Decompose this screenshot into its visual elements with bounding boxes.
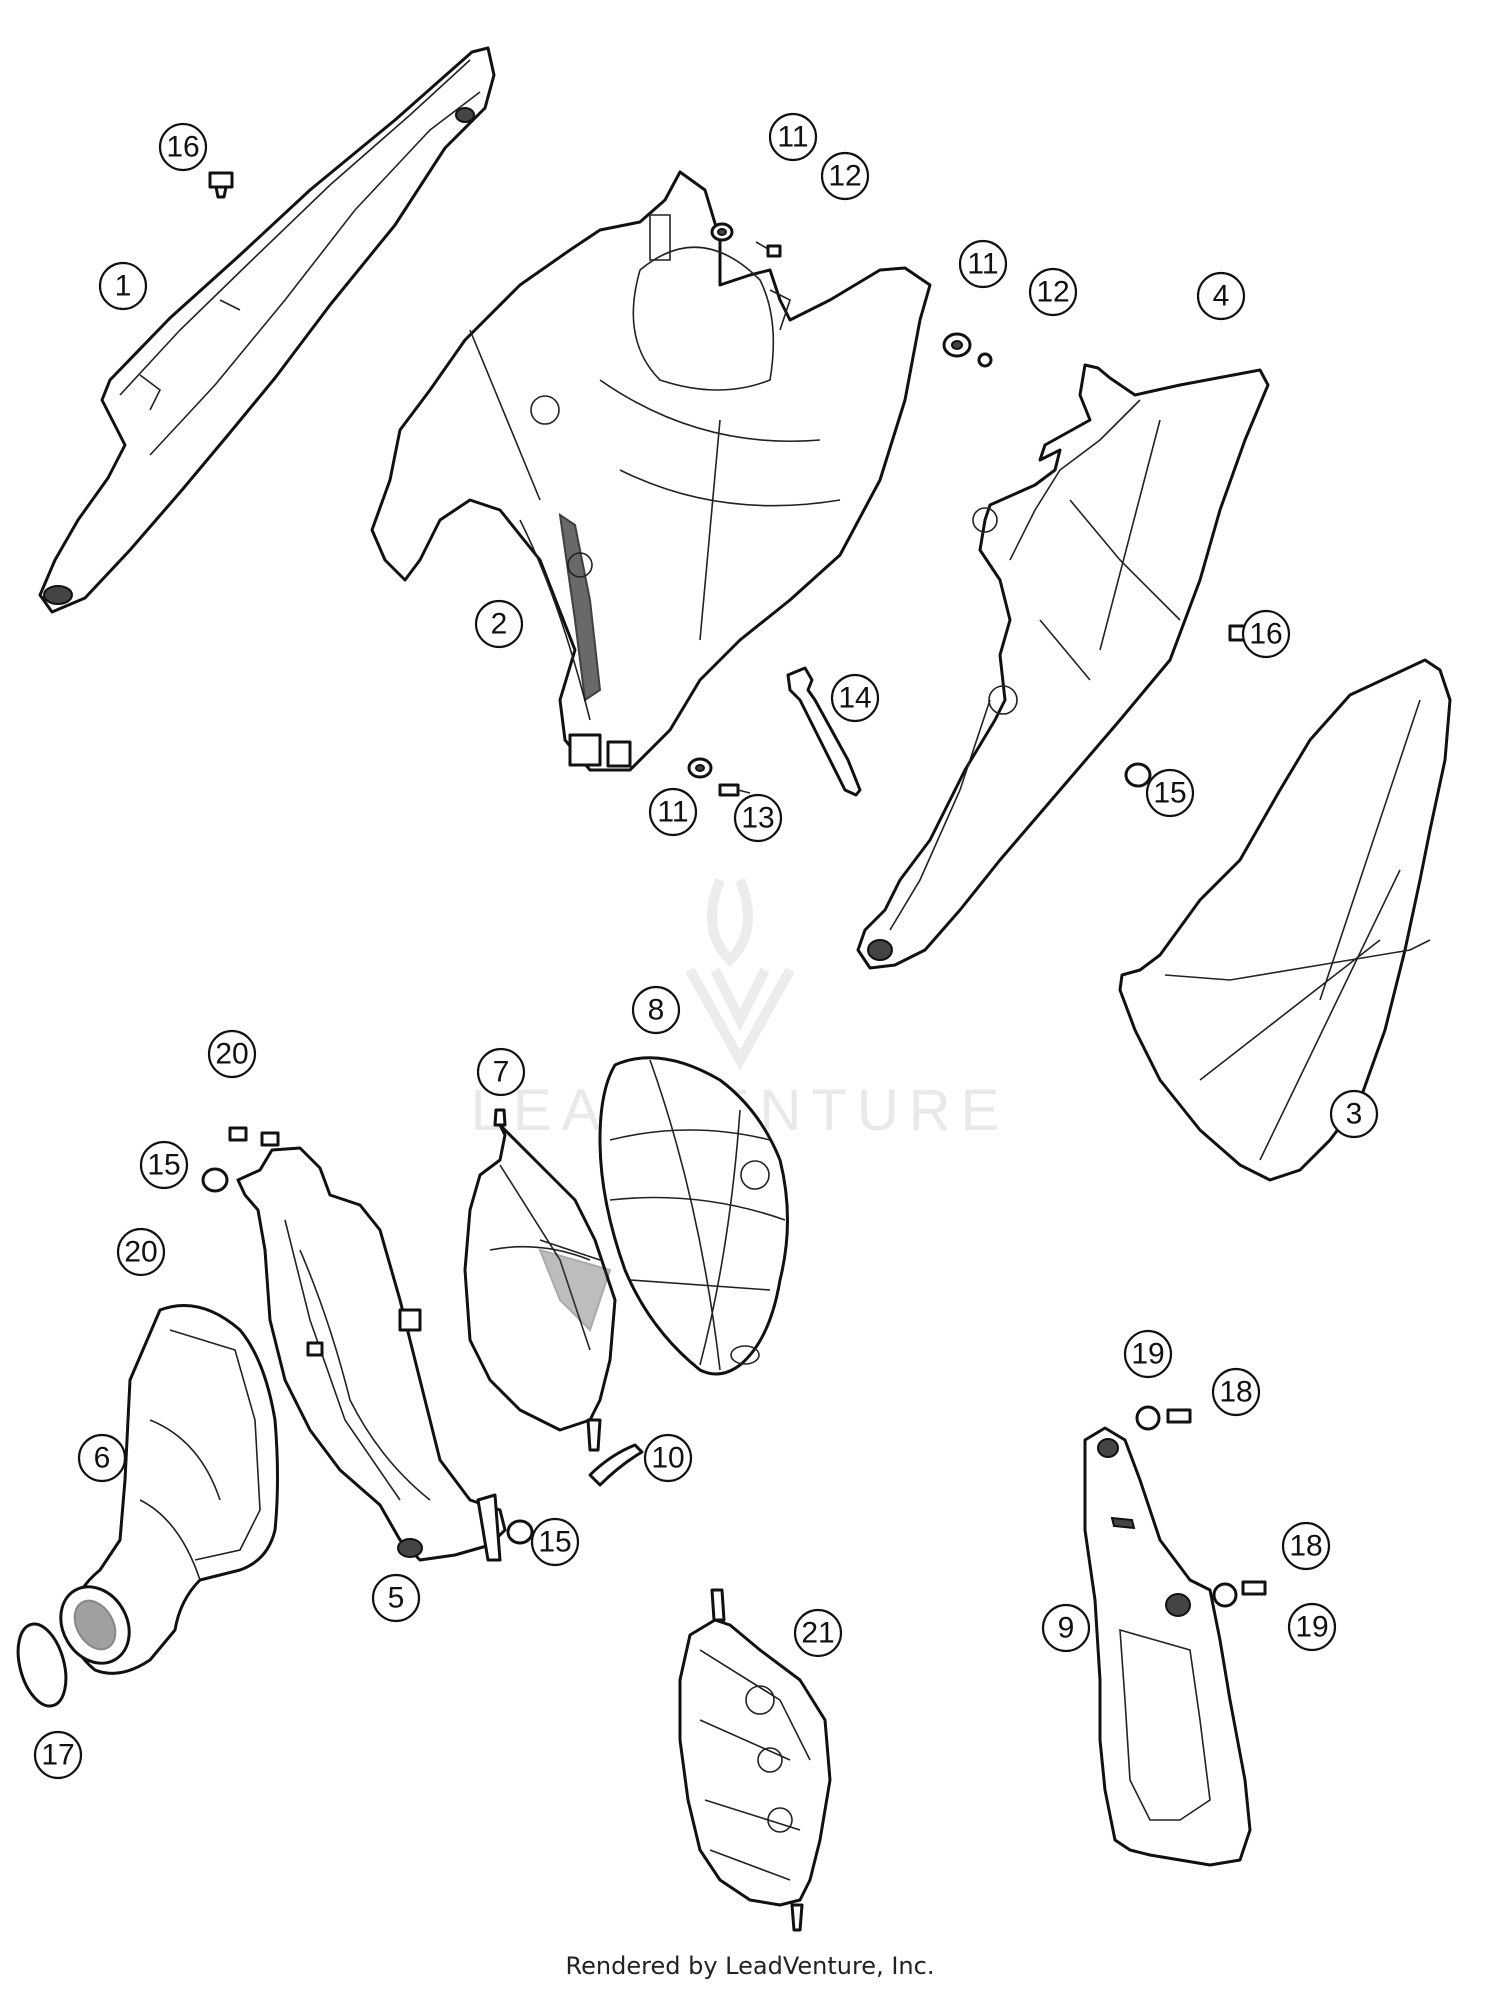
part-1-side-rail [38, 46, 496, 614]
svg-text:6: 6 [94, 1442, 111, 1475]
svg-text:13: 13 [741, 802, 774, 835]
svg-text:3: 3 [1346, 1098, 1363, 1131]
part-6-intake-boot [59, 1304, 279, 1675]
callout-9: 9 [1041, 1603, 1091, 1653]
svg-text:10: 10 [651, 1442, 684, 1475]
svg-text:11: 11 [657, 796, 688, 829]
part-12-screw-a [755, 241, 782, 258]
callout-15b: 15 [139, 1140, 189, 1190]
part-15-nut-left [201, 1167, 229, 1193]
svg-text:18: 18 [1219, 1376, 1252, 1409]
callout-16b: 16 [1241, 609, 1291, 659]
callout-20b: 20 [116, 1227, 166, 1277]
svg-text:18: 18 [1289, 1530, 1322, 1563]
callout-15a: 15 [1145, 768, 1195, 818]
svg-text:19: 19 [1295, 1611, 1328, 1644]
svg-text:16: 16 [1249, 618, 1282, 651]
part-18-screw-top [1166, 1408, 1192, 1424]
part-19-washer-top [1135, 1405, 1161, 1431]
callout-15c: 15 [530, 1517, 580, 1567]
svg-text:1: 1 [115, 270, 132, 303]
part-11-washer-b [942, 332, 972, 358]
callout-11b: 11 [958, 239, 1008, 289]
svg-text:19: 19 [1131, 1338, 1164, 1371]
callout-8: 8 [631, 985, 681, 1035]
part-20-screws-top [228, 1126, 280, 1147]
callout-17: 17 [33, 1730, 83, 1780]
callout-18a: 18 [1211, 1367, 1261, 1417]
part-5-airbox [236, 1146, 507, 1562]
part-12-nut-b [977, 352, 993, 368]
callout-11c: 11 [648, 787, 698, 837]
part-9-lower-panel [1083, 1426, 1252, 1867]
part-15-nut-lower [506, 1519, 534, 1545]
svg-text:16: 16 [166, 131, 199, 164]
part-3-side-cover [1118, 658, 1452, 1182]
part-14-strap [786, 666, 862, 797]
callout-11a: 11 [768, 112, 818, 162]
part-4-side-panel [856, 363, 1270, 970]
svg-text:9: 9 [1058, 1612, 1075, 1645]
callout-14: 14 [830, 673, 880, 723]
callout-18b: 18 [1281, 1521, 1331, 1571]
callout-12b: 12 [1028, 267, 1078, 317]
svg-text:12: 12 [828, 160, 861, 193]
svg-text:2: 2 [491, 608, 508, 641]
callout-16a: 16 [158, 122, 208, 172]
part-17-clamp-ring [16, 1622, 68, 1708]
part-11-washer-a [710, 222, 734, 242]
callout-13: 13 [733, 793, 783, 843]
svg-text:8: 8 [648, 994, 665, 1027]
svg-text:15: 15 [538, 1526, 571, 1559]
callout-6: 6 [77, 1433, 127, 1483]
part-2-frame [370, 170, 932, 772]
callout-1: 1 [98, 261, 148, 311]
svg-text:15: 15 [1153, 777, 1186, 810]
callout-19a: 19 [1123, 1329, 1173, 1379]
callout-19b: 19 [1287, 1602, 1337, 1652]
footer-credit: Rendered by LeadVenture, Inc. [565, 1952, 935, 1980]
watermark-flame-icon [707, 878, 753, 968]
part-8-filter-dome [598, 1056, 789, 1376]
callout-10: 10 [643, 1433, 693, 1483]
svg-text:11: 11 [777, 121, 808, 154]
part-18-screw-bottom [1241, 1580, 1267, 1596]
callout-3: 3 [1329, 1089, 1379, 1139]
svg-text:5: 5 [388, 1582, 405, 1615]
part-7-filter-cage [463, 1108, 617, 1452]
svg-text:20: 20 [215, 1038, 248, 1071]
callout-5: 5 [371, 1573, 421, 1623]
callout-2: 2 [474, 599, 524, 649]
part-13-screw [718, 783, 751, 797]
svg-text:4: 4 [1213, 280, 1230, 313]
callout-12a: 12 [820, 151, 870, 201]
part-10-clip [588, 1443, 644, 1487]
svg-text:14: 14 [838, 682, 871, 715]
callout-7: 7 [476, 1047, 526, 1097]
svg-text:15: 15 [147, 1149, 180, 1182]
part-16-screw-top [208, 171, 234, 199]
callout-20a: 20 [207, 1029, 257, 1079]
part-21-filter-element [678, 1588, 832, 1932]
callout-21: 21 [793, 1608, 843, 1658]
part-15-nut-right [1124, 762, 1152, 788]
part-11-washer-c [687, 757, 713, 779]
svg-text:12: 12 [1036, 276, 1069, 309]
callout-4: 4 [1196, 271, 1246, 321]
watermark-v-icon [685, 967, 795, 1071]
svg-text:20: 20 [124, 1236, 157, 1269]
svg-text:11: 11 [967, 248, 998, 281]
svg-text:17: 17 [41, 1739, 74, 1772]
svg-text:21: 21 [801, 1617, 834, 1650]
svg-text:7: 7 [493, 1056, 510, 1089]
part-19-washer-bottom [1212, 1582, 1238, 1608]
